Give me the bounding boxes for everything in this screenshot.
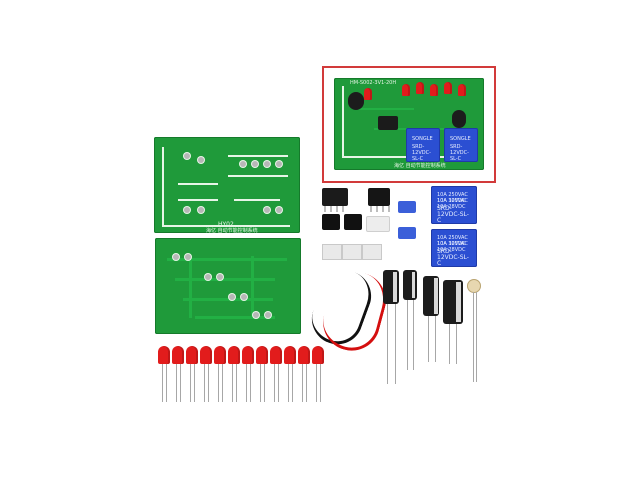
terminal-block-3 [362,244,382,260]
led-4 [200,346,212,364]
led-10 [284,346,296,364]
inset-relay-left: SONGLE SRD-12VDC-SL-C [406,128,440,162]
inset-led-2 [416,82,424,94]
inset-led-5 [458,84,466,96]
relay-2: 10A 250VAC 10A 125VAC 10A 30VDC 10A 28VD… [431,229,477,267]
ldr-sensor [468,280,480,292]
led-6 [228,346,240,364]
led-11 [298,346,310,364]
led-7 [242,346,254,364]
terminal-block-2 [342,244,362,260]
led-9 [270,346,282,364]
connector-white-1 [366,216,390,232]
led-5 [214,346,226,364]
pcb-bottom [155,238,301,334]
relay-1: 10A 250VAC 10A 125VAC 10A 30VDC 10A 28VD… [431,186,477,224]
led-12 [312,346,324,364]
trimmer-potentiometer-1 [398,201,416,213]
led-8 [256,346,268,364]
ic-2 [368,188,390,206]
inset-led-4 [444,82,452,94]
led-3 [186,346,198,364]
inset-board-code: HM-S002-3V1-20H [350,80,397,86]
assembled-pcb: SONGLE SRD-12VDC-SL-C SONGLE SRD-12VDC-S… [334,78,484,170]
assembled-board-inset: SONGLE SRD-12VDC-SL-C SONGLE SRD-12VDC-S… [322,66,496,183]
ic-socket-black-1 [322,214,340,230]
led-1 [158,346,170,364]
pcb-top: HY02 海亿 自动节能控制系统 [154,137,300,234]
inset-capacitor [348,92,364,110]
inset-led-3 [430,84,438,96]
led-2 [172,346,184,364]
trimmer-potentiometer-2 [398,227,416,239]
terminal-block-1 [322,244,342,260]
pcb-top-label: HY02 [218,221,234,228]
inset-capacitor-2 [452,110,466,128]
ic-socket-black-2 [344,214,362,230]
ic-1 [322,188,348,206]
inset-relay-right: SONGLE SRD-12VDC-SL-C [444,128,478,162]
inset-board-caption: 海亿 自动节能控制系统 [394,163,446,169]
pcb-top-caption: 海亿 自动节能控制系统 [206,228,258,234]
inset-led-6 [364,88,372,100]
inset-ic [378,116,398,130]
inset-led-1 [402,84,410,96]
